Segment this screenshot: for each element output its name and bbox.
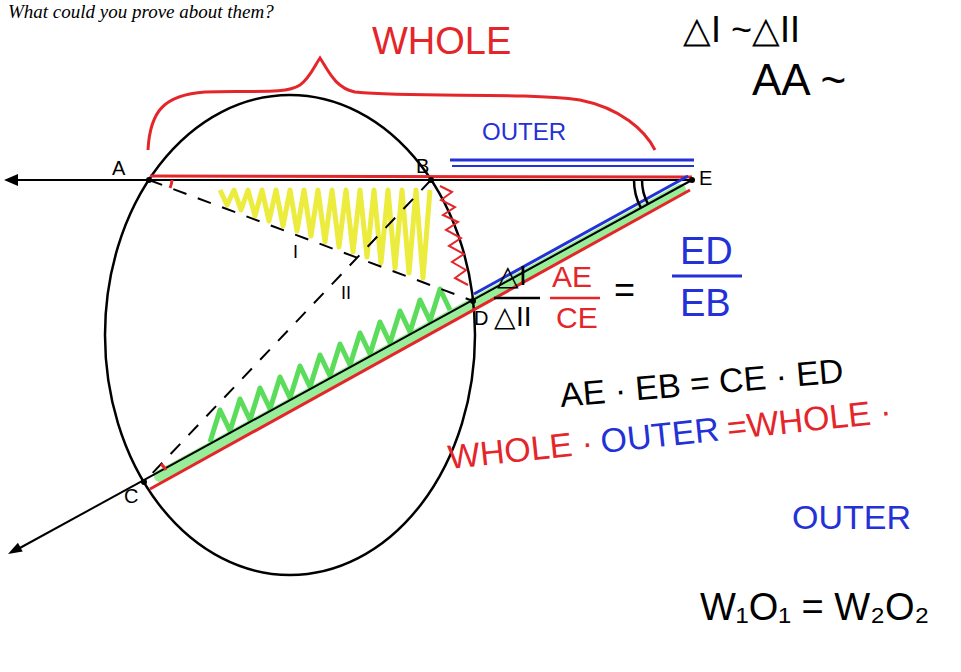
outer-mark	[450, 159, 694, 162]
dashed-chord	[149, 180, 473, 301]
angle-mark	[634, 180, 641, 208]
angle-mark	[161, 464, 166, 470]
fraction-bar	[672, 275, 742, 278]
outer-mark	[474, 176, 688, 294]
ratio-term: ED	[680, 232, 733, 270]
word-equation: WHOLE ·	[446, 425, 594, 474]
whole-mark	[150, 176, 692, 177]
similarity-note: △I ~△II	[683, 12, 800, 48]
point	[689, 177, 695, 183]
fraction-bar	[494, 297, 540, 300]
point	[141, 479, 147, 485]
arrow-head	[8, 543, 23, 554]
secant-line	[14, 179, 692, 181]
reason-note: AA ~	[752, 58, 846, 102]
brace	[148, 58, 655, 150]
yellow-zigzag	[220, 190, 430, 278]
point	[146, 177, 152, 183]
squiggle	[440, 186, 468, 285]
outer-note: OUTER	[482, 120, 566, 144]
short-equation: W₁O₁ = W₂O₂	[700, 588, 929, 626]
word-equation: OUTER	[792, 500, 911, 534]
point-label: A	[112, 158, 125, 178]
ratio-term: CE	[556, 303, 598, 333]
word-equation: =WHOLE ·	[725, 393, 893, 444]
arrow-head	[4, 174, 18, 186]
triangle-label: I	[292, 243, 299, 261]
outer-mark	[452, 165, 694, 167]
word-equation: OUTER	[599, 412, 721, 458]
prompt-text: What could you prove about them?	[8, 2, 274, 21]
point	[428, 177, 434, 183]
dashed-chord	[144, 180, 431, 482]
circle	[105, 95, 475, 575]
angle-mark	[642, 180, 648, 204]
ratio-term: AE	[552, 262, 592, 292]
whole-note: WHOLE	[372, 22, 511, 60]
ratio-term: △II	[494, 303, 532, 331]
equals-sign: =	[614, 272, 635, 308]
point-label: C	[124, 486, 138, 506]
point-label: D	[474, 308, 488, 328]
point-label: B	[416, 156, 429, 176]
green-zigzag	[210, 289, 450, 442]
point-label: E	[699, 168, 712, 188]
ratio-term: EB	[680, 284, 731, 322]
point	[470, 298, 476, 304]
triangle-label: II	[340, 284, 352, 302]
fraction-bar	[550, 297, 600, 300]
secant-line	[18, 180, 692, 549]
ratio-term: △I	[497, 262, 527, 290]
equation-row: WHOLE ·OUTER=WHOLE ·	[446, 393, 893, 473]
angle-mark	[170, 180, 172, 188]
